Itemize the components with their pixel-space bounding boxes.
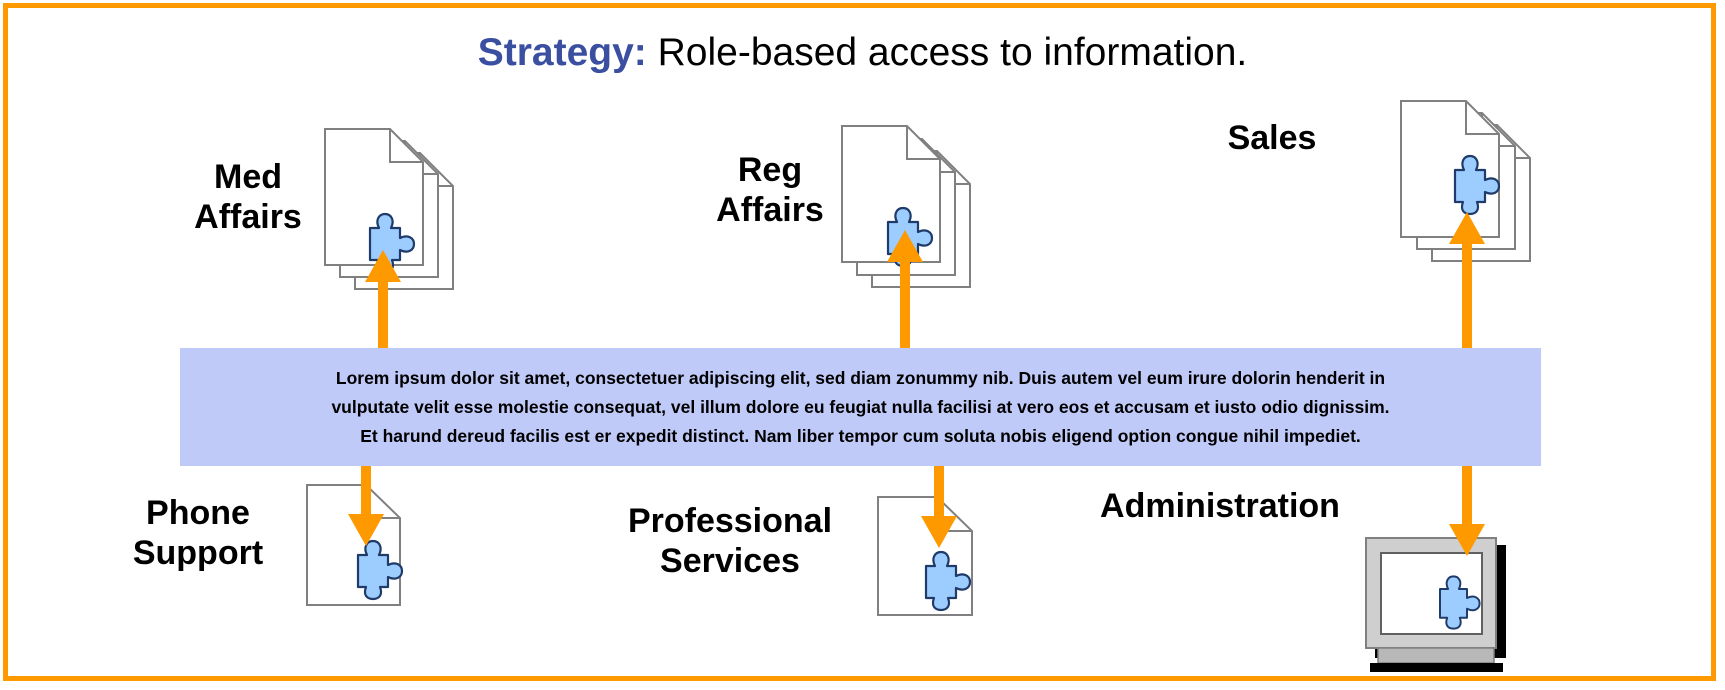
arrow-to-administration (1449, 466, 1485, 556)
administration-monitor-icon (1365, 537, 1506, 672)
role-label-sales: Sales (1227, 119, 1317, 157)
banner-line-3: Et harund dereud facilis est er expedit … (360, 425, 1361, 446)
role-label-reg-affairs: Reg Affairs (716, 151, 824, 229)
arrow-to-med-affairs (365, 250, 401, 350)
arrow-to-sales (1449, 212, 1485, 350)
banner-line-2: vulputate velit esse molestie consequat,… (331, 396, 1390, 417)
arrow-to-reg-affairs (887, 230, 923, 350)
professional-services-document-icon (877, 496, 973, 616)
role-label-administration: Administration (1100, 487, 1340, 525)
title-keyword: Strategy: (477, 31, 647, 74)
title-text: Role-based access to information. (646, 31, 1248, 74)
arrow-to-phone-support (348, 466, 384, 546)
phone-support-document-icon (306, 484, 404, 606)
diagram-title: Strategy: Role-based access to informati… (0, 31, 1725, 75)
role-label-phone-support: Phone Support (132, 494, 264, 572)
description-banner: Lorem ipsum dolor sit amet, consectetuer… (180, 348, 1541, 466)
diagram-frame (3, 3, 1716, 681)
role-label-professional-services: Professional Services (627, 502, 833, 580)
arrow-to-professional-services (921, 466, 957, 548)
banner-text: Lorem ipsum dolor sit amet, consectetuer… (206, 364, 1516, 451)
banner-line-1: Lorem ipsum dolor sit amet, consectetuer… (335, 367, 1386, 388)
role-label-med-affairs: Med Affairs (194, 158, 302, 236)
